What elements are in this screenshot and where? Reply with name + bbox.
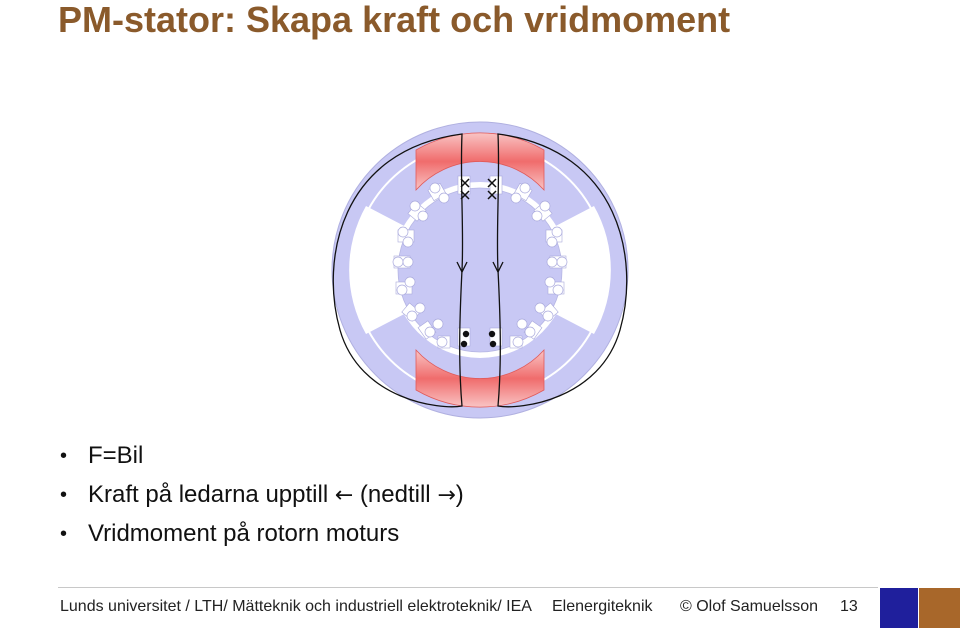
motor-diagram	[331, 121, 629, 419]
bullet-item: • Kraft på ledarna upptill ← (nedtill →)	[60, 477, 464, 516]
footer-author: © Olof Samuelsson	[680, 598, 819, 615]
magnet-top	[415, 132, 545, 192]
bullet-text-part: (nedtill	[353, 481, 438, 508]
arrow-down-icon	[456, 261, 504, 274]
footer-course: Elenergiteknik	[552, 598, 653, 615]
rotor	[397, 187, 563, 353]
bullet-item: • F=Bil	[60, 438, 464, 477]
page-number: 13	[840, 598, 858, 615]
arrow-left-icon: ←	[334, 483, 354, 508]
slide-title: PM-stator: Skapa kraft och vridmoment	[58, 0, 731, 40]
magnet-bottom	[415, 348, 545, 408]
bullet-item: • Vridmoment på rotorn moturs	[60, 516, 464, 555]
bullet-text-part: Kraft på ledarna upptill	[88, 481, 335, 508]
bullet-icon: •	[60, 523, 68, 545]
current-out-of-page-icon	[460, 330, 497, 348]
footer-divider	[58, 587, 878, 588]
arrow-right-icon: →	[437, 483, 456, 508]
bullet-icon: •	[60, 484, 68, 506]
footer-accent-brown	[919, 588, 960, 628]
footer-accent-blue	[880, 588, 918, 628]
footer-organization: Lunds universitet / LTH/ Mätteknik och i…	[60, 598, 532, 615]
footer: Lunds universitet / LTH/ Mätteknik och i…	[60, 598, 870, 616]
bullet-list: • F=Bil • Kraft på ledarna upptill ← (ne…	[60, 438, 464, 555]
bullet-icon: •	[60, 445, 68, 467]
flux-lines	[332, 133, 628, 408]
bullet-text: Vridmoment på rotorn moturs	[88, 520, 400, 547]
bullet-text: F=Bil	[88, 442, 144, 469]
current-into-page-icon	[460, 178, 497, 200]
rotor-conductors	[392, 182, 568, 348]
bullet-text-part: )	[455, 481, 464, 508]
